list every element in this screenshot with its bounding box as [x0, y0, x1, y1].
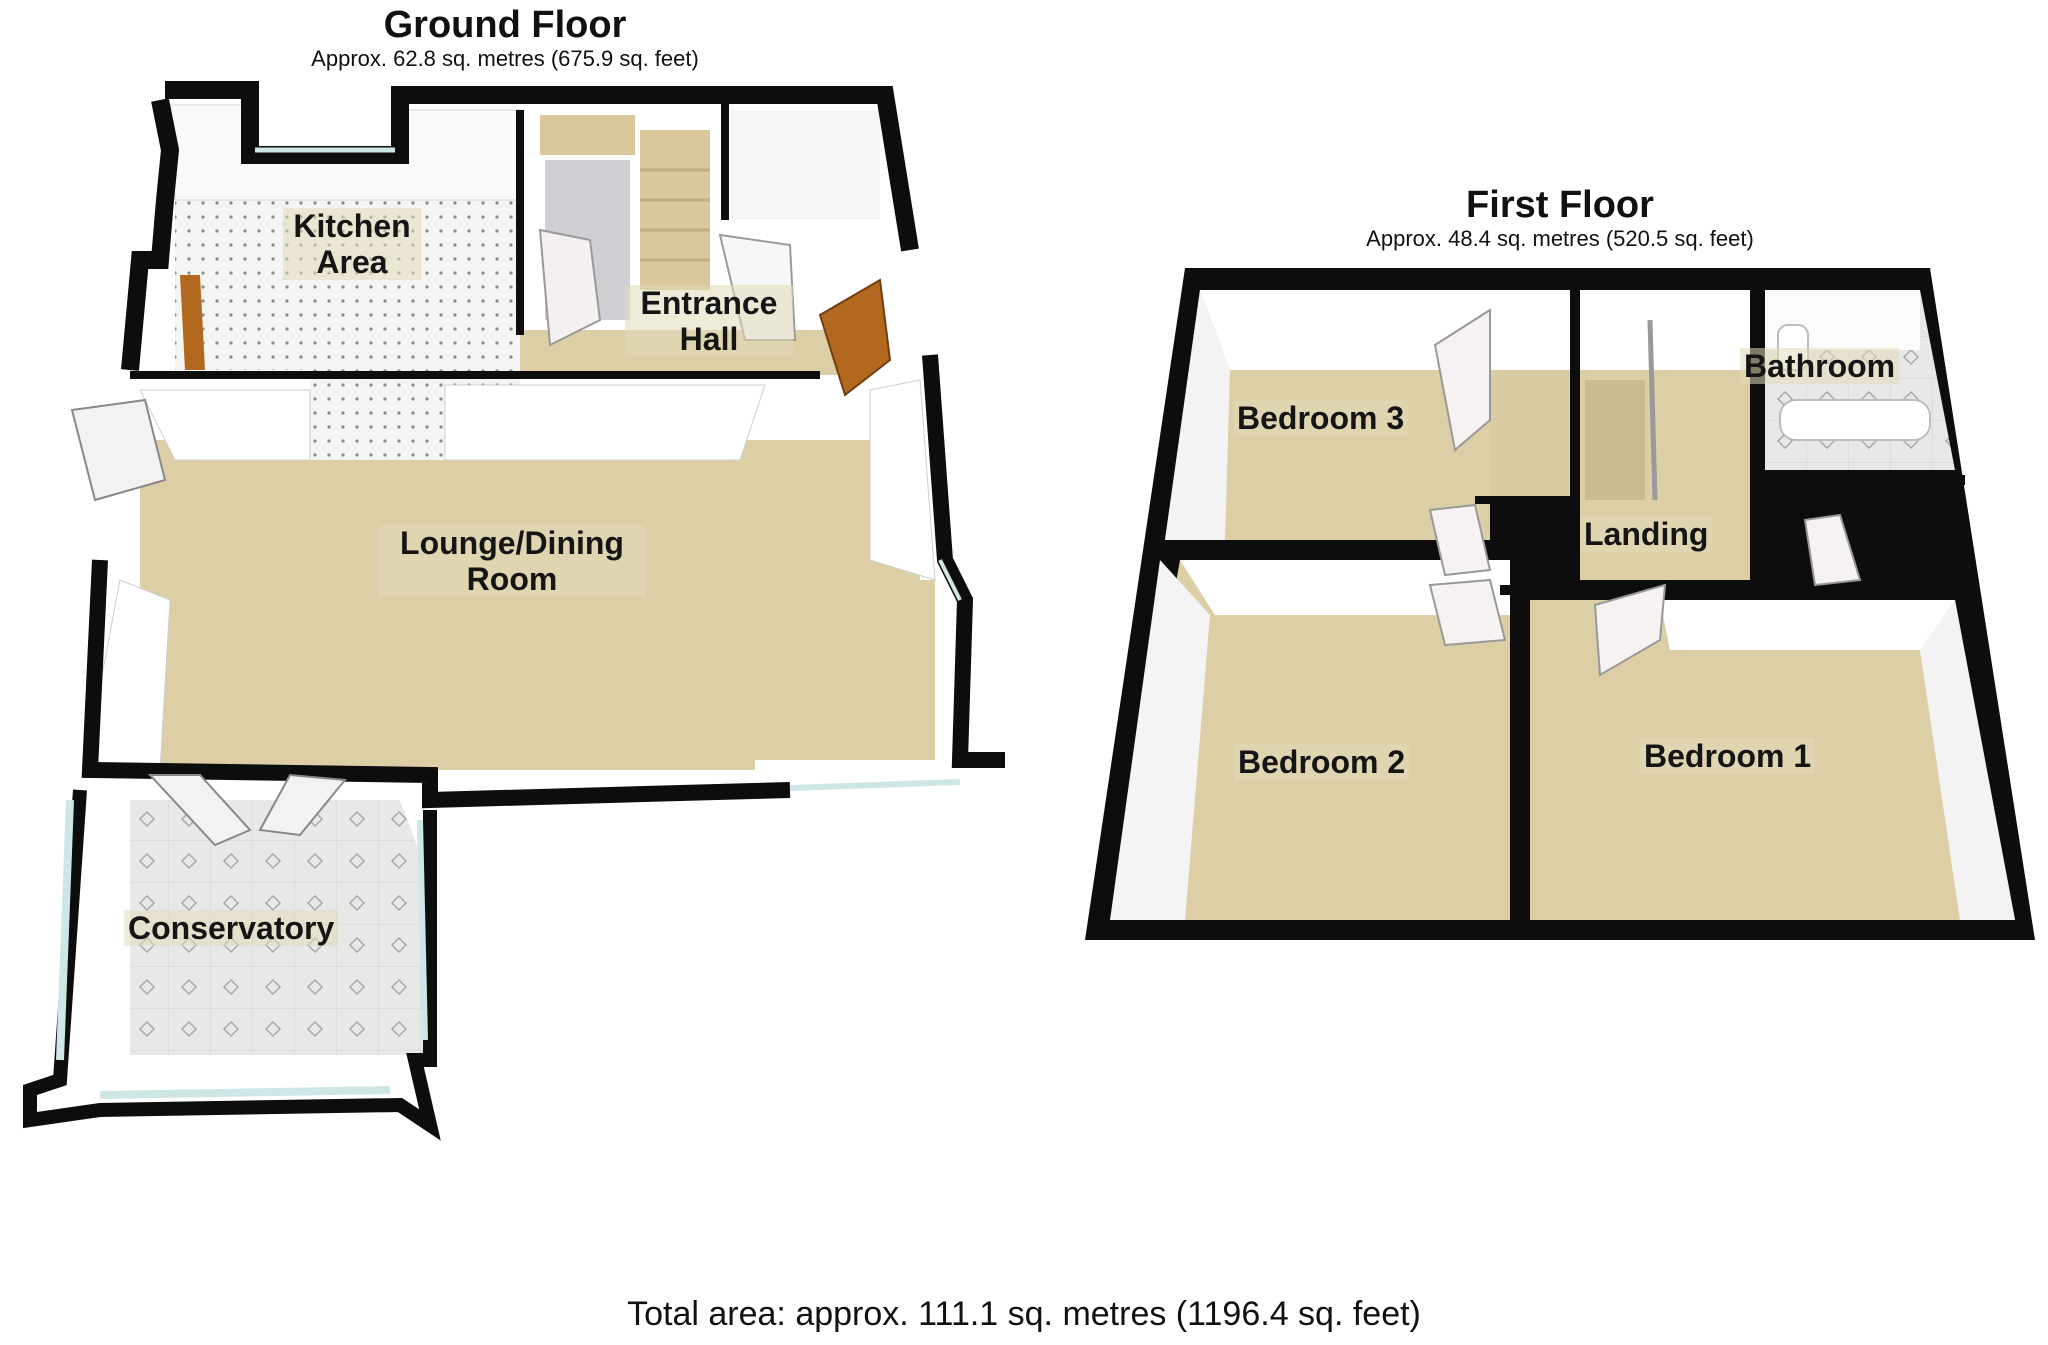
room-label-conservatory: Conservatory [124, 910, 339, 946]
first-floor-heading: First Floor Approx. 48.4 sq. metres (520… [1340, 184, 1780, 252]
first-floor-interior-walls [1165, 284, 1965, 925]
first-floor-area: Approx. 48.4 sq. metres (520.5 sq. feet) [1366, 226, 1754, 251]
ground-floor-area: Approx. 62.8 sq. metres (675.9 sq. feet) [311, 46, 699, 71]
ground-floor-plan [23, 81, 1005, 1141]
room-label-kitchen-area: Kitchen Area [283, 208, 421, 280]
room-label-bathroom: Bathroom [1740, 348, 1900, 384]
ground-floor-heading: Ground Floor Approx. 62.8 sq. metres (67… [290, 4, 720, 72]
hall-cupboard [730, 110, 880, 220]
bathtub [1779, 399, 1931, 441]
ground-stairs [540, 115, 710, 290]
room-label-bedroom-3: Bedroom 3 [1233, 400, 1409, 436]
first-floor-title: First Floor [1466, 184, 1654, 226]
ground-floor-title: Ground Floor [383, 4, 627, 46]
room-label-bedroom-2: Bedroom 2 [1234, 744, 1410, 780]
room-label-landing: Landing [1580, 516, 1713, 552]
ground-walls [23, 81, 1005, 1141]
room-label-entrance-hall: Entrance Hall [625, 285, 793, 357]
room-label-bedroom-1: Bedroom 1 [1640, 738, 1816, 774]
lounge-floor [140, 440, 935, 770]
first-floor-doors [1428, 308, 1862, 677]
first-stairs [1585, 380, 1645, 500]
room-label-lounge-dining: Lounge/Dining Room [378, 525, 646, 597]
ground-doors [70, 228, 892, 847]
bedroom-2-floor [1115, 560, 1510, 920]
total-area: Total area: approx. 111.1 sq. metres (11… [627, 1295, 1421, 1333]
kitchen-floor [175, 200, 520, 460]
